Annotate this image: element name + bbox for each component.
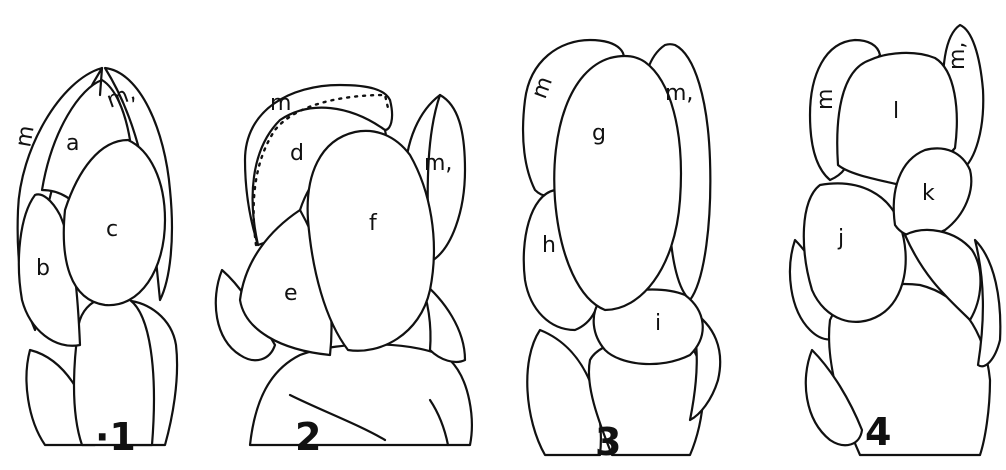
fig2-label-m1: m,: [424, 151, 452, 176]
fig1-label-m: m: [11, 124, 39, 149]
fig3-leaf-g: [554, 56, 681, 310]
fig4-label-m1: m,: [945, 42, 970, 70]
figure-3: m m, g h i 3: [523, 40, 720, 464]
figure-1: m m, a b c ·1: [11, 68, 177, 459]
fig4-label-l: l: [893, 99, 899, 124]
fig3-label-i: i: [655, 311, 661, 336]
fig2-scale-bottom: [250, 344, 472, 445]
fig3-label-g: g: [592, 121, 606, 146]
fig4-number: 4: [865, 410, 891, 454]
fig1-label-a: a: [66, 131, 79, 156]
fig1-number: ·1: [95, 415, 136, 459]
fig4-label-m: m: [813, 89, 838, 110]
fig3-number: 3: [595, 420, 621, 464]
fig4-label-k: k: [922, 181, 935, 206]
fig4-label-j: j: [837, 226, 844, 251]
figure-2: m m, d e f 2: [216, 85, 472, 459]
fig2-label-e: e: [284, 281, 298, 306]
fig2-label-d: d: [290, 141, 304, 166]
fig2-number: 2: [295, 415, 321, 459]
fig4-leaf-j: [804, 183, 906, 321]
figure-4: m m, l j k 4: [790, 25, 1000, 455]
fig2-label-m: m: [270, 91, 291, 116]
fig2-label-f: f: [369, 211, 378, 236]
fig3-label-h: h: [542, 233, 556, 258]
fig3-scale-bottom-left: [527, 330, 601, 455]
fig1-label-b: b: [36, 256, 50, 281]
fig1-label-c: c: [106, 217, 118, 242]
fig3-label-m1: m,: [665, 81, 693, 106]
